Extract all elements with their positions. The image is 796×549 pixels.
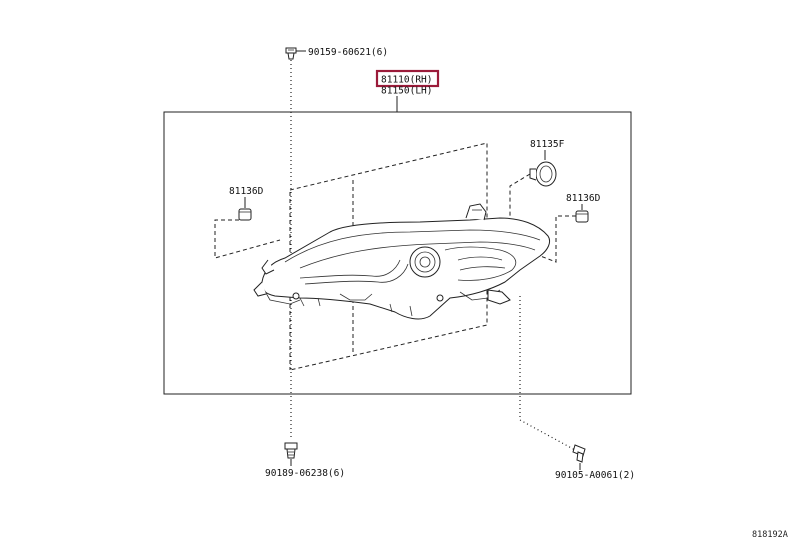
callout-cap-top-right[interactable]: 81135F: [530, 139, 565, 150]
diagram-code: 818192A: [752, 530, 788, 540]
bolt-top-icon[interactable]: [285, 47, 297, 60]
cap-top-right-icon[interactable]: [529, 161, 557, 187]
mounting-plane-outer: [289, 142, 488, 371]
cap-right-icon[interactable]: [575, 210, 589, 223]
cap-left-dashed-path: [214, 219, 281, 259]
callout-bolt-top[interactable]: 90159-60621(6): [308, 47, 388, 58]
callout-headlamp-rh[interactable]: 81110(RH): [381, 75, 432, 86]
part-number-highlight[interactable]: [375, 69, 440, 88]
callout-cap-right[interactable]: 81136D: [566, 193, 601, 204]
bolt-right-axis-diagonal: [519, 419, 576, 451]
callout-cap-left[interactable]: 81136D: [229, 186, 264, 197]
cap-right-dashed-path: [529, 215, 576, 263]
headlamp-assembly-icon[interactable]: [253, 203, 551, 320]
callout-bolt-bottom-right[interactable]: 90105-A0061(2): [555, 470, 635, 481]
callout-headlamp-lh[interactable]: 81150(LH): [381, 86, 432, 97]
cap-left-icon[interactable]: [238, 208, 252, 221]
bolt-bottom-right-icon[interactable]: [572, 444, 586, 463]
callout-clip-bottom[interactable]: 90189-06238(6): [265, 468, 345, 479]
clip-bottom-icon[interactable]: [284, 442, 298, 459]
